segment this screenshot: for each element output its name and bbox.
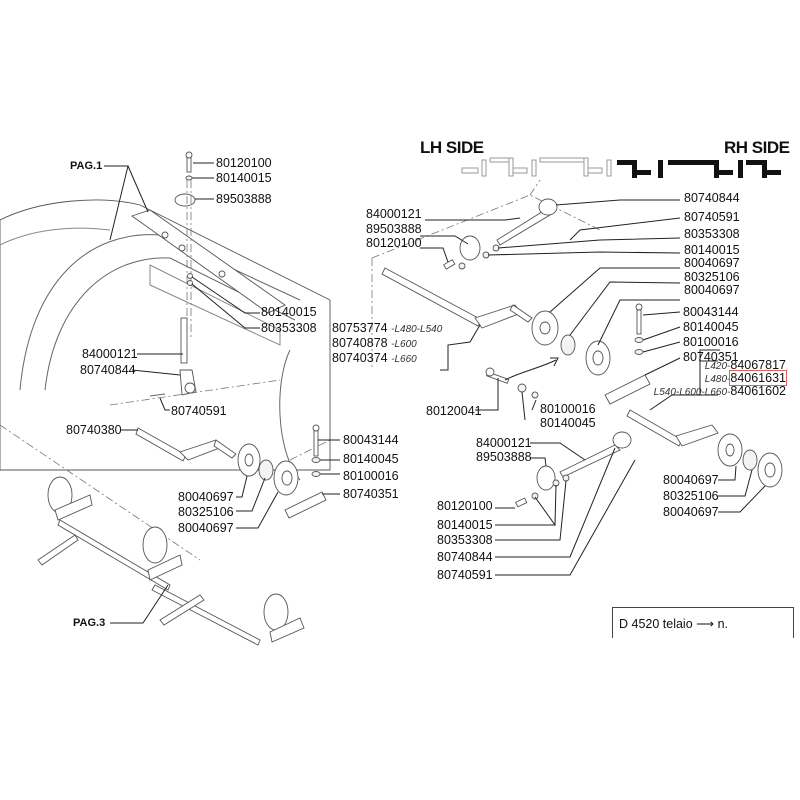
part-label[interactable]: 80740351 bbox=[343, 487, 399, 501]
part-code: 84061602 bbox=[730, 384, 786, 398]
part-label[interactable]: 80043144 bbox=[343, 433, 399, 447]
frame-number-box: D 4520 telaio ⟶ n. bbox=[612, 607, 794, 638]
variant-tag: L420- bbox=[704, 361, 731, 372]
rh-bottom-bearings bbox=[717, 433, 783, 513]
part-label[interactable]: 80740591 bbox=[171, 404, 227, 418]
frame-note-suffix: n. bbox=[717, 617, 728, 631]
variant-tag: -L480-L540 bbox=[391, 324, 443, 335]
part-label[interactable]: 80140015 bbox=[261, 305, 317, 319]
frame-note: D 4520 telaio ⟶ n. bbox=[619, 616, 728, 631]
part-label[interactable]: 80040697 bbox=[684, 283, 740, 297]
part-label[interactable]: 80120100 bbox=[366, 236, 422, 250]
part-label[interactable]: 80140015 bbox=[437, 518, 493, 532]
part-code: 80740374 bbox=[332, 351, 388, 365]
part-code: 80740878 bbox=[332, 336, 388, 350]
part-label[interactable]: 80040697 bbox=[178, 490, 234, 504]
rh-bottom-pin-group bbox=[495, 431, 636, 576]
part-label[interactable]: 80040697 bbox=[663, 473, 719, 487]
part-label[interactable]: 80325106 bbox=[663, 489, 719, 503]
frame-note-prefix: D 4520 telaio bbox=[619, 617, 693, 631]
rh-top-pin-group bbox=[420, 198, 681, 270]
cover-plate bbox=[131, 209, 286, 314]
part-label[interactable]: 84000121 bbox=[82, 347, 138, 361]
part-label[interactable]: 80740844 bbox=[80, 363, 136, 377]
rh-bolt-stack bbox=[604, 303, 681, 405]
pag3-assembly bbox=[37, 476, 305, 646]
rh-small-bolt bbox=[475, 357, 559, 421]
arrow-right-icon: ⟶ bbox=[696, 617, 715, 631]
pin-bracket bbox=[131, 317, 197, 411]
part-label[interactable]: 80740591 bbox=[684, 210, 740, 224]
part-code: 84067817 bbox=[730, 358, 786, 372]
part-label[interactable]: 80100016 bbox=[683, 335, 739, 349]
shaft-variant-row[interactable]: 80740878 -L600 bbox=[332, 336, 417, 352]
part-label[interactable]: 80353308 bbox=[684, 227, 740, 241]
part-label[interactable]: 80740351 bbox=[683, 350, 739, 364]
part-label[interactable]: 84000121 bbox=[476, 436, 532, 450]
part-label[interactable]: 80140045 bbox=[343, 452, 399, 466]
left-bearing-assembly bbox=[236, 443, 299, 529]
rh-second-shaft bbox=[626, 349, 720, 447]
part-label[interactable]: 80100016 bbox=[540, 402, 596, 416]
part-label[interactable]: 80100016 bbox=[343, 469, 399, 483]
rh-shaft-variant-row[interactable]: L420-84067817 bbox=[705, 358, 786, 374]
part-code: 80753774 bbox=[332, 321, 388, 335]
part-label[interactable]: 84000121 bbox=[366, 207, 422, 221]
left-crank-shaft bbox=[120, 427, 237, 462]
part-label[interactable]: 80120100 bbox=[216, 156, 272, 170]
part-label[interactable]: 80120100 bbox=[437, 499, 493, 513]
rh-shaft-variant-row[interactable]: L480-84061631 bbox=[704, 370, 787, 387]
page-ref-pag3[interactable]: PAG.3 bbox=[73, 617, 106, 629]
part-label[interactable]: 80740591 bbox=[437, 568, 493, 582]
rh-long-shaft bbox=[381, 267, 533, 371]
rh-shaft-variant-row[interactable]: L540-L600-L660-84061602 bbox=[654, 384, 786, 400]
part-label[interactable]: 80040697 bbox=[663, 505, 719, 519]
rh-bearing-assembly bbox=[531, 267, 681, 376]
part-label[interactable]: 80120041 bbox=[426, 404, 482, 418]
shaft-variant-row[interactable]: 80740374 -L660 bbox=[332, 351, 417, 367]
side-schematic bbox=[461, 157, 781, 178]
part-label[interactable]: 80740844 bbox=[437, 550, 493, 564]
part-label[interactable]: 80740380 bbox=[66, 423, 122, 437]
part-label[interactable]: 80140045 bbox=[540, 416, 596, 430]
part-label[interactable]: 80353308 bbox=[261, 321, 317, 335]
part-label[interactable]: 80140015 bbox=[684, 243, 740, 257]
part-label[interactable]: 80353308 bbox=[437, 533, 493, 547]
part-label[interactable]: 89503888 bbox=[366, 222, 422, 236]
part-label[interactable]: 80140015 bbox=[216, 171, 272, 185]
variant-tag: L540-L600-L660- bbox=[653, 387, 731, 398]
variant-tag: -L660 bbox=[391, 354, 417, 365]
variant-tag: L480- bbox=[704, 374, 731, 385]
part-label[interactable]: 80740844 bbox=[684, 191, 740, 205]
lh-side-label: LH SIDE bbox=[420, 138, 484, 157]
rh-side-label: RH SIDE bbox=[724, 138, 790, 157]
variant-tag: -L600 bbox=[391, 339, 417, 350]
part-label[interactable]: 80040697 bbox=[684, 256, 740, 270]
part-label[interactable]: 80325106 bbox=[178, 505, 234, 519]
part-label[interactable]: 80040697 bbox=[178, 521, 234, 535]
part-label[interactable]: 89503888 bbox=[476, 450, 532, 464]
rotor-housing bbox=[0, 199, 331, 481]
part-label[interactable]: 80325106 bbox=[684, 270, 740, 284]
shaft-variant-row[interactable]: 80753774 -L480-L540 bbox=[332, 321, 442, 337]
left-bolt-stack bbox=[284, 424, 340, 519]
part-label[interactable]: 80140045 bbox=[683, 320, 739, 334]
top-bolt-stack bbox=[174, 151, 196, 340]
part-code-highlighted: 84061631 bbox=[729, 370, 787, 386]
part-label[interactable]: 80043144 bbox=[683, 305, 739, 319]
page-ref-pag1[interactable]: PAG.1 bbox=[70, 160, 103, 172]
part-label[interactable]: 89503888 bbox=[216, 192, 272, 206]
